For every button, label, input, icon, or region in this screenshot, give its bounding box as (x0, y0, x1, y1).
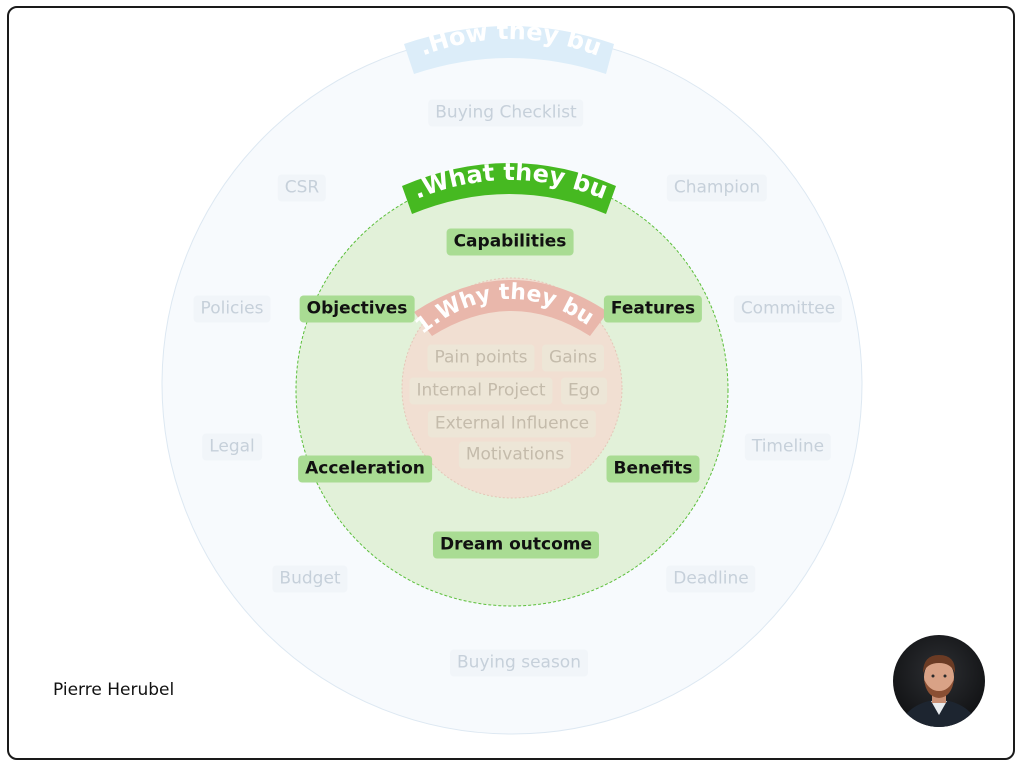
outer-item: Champion (666, 174, 768, 202)
outer-item: Buying Checklist (428, 99, 584, 127)
inner-item: Gains (542, 344, 604, 372)
inner-item: Motivations (458, 441, 572, 469)
middle-ring-banner (402, 163, 616, 214)
middle-item: Benefits (606, 455, 700, 483)
outer-item: Legal (202, 433, 262, 461)
author-name: Pierre Herubel (53, 680, 175, 700)
inner-ring-banner (414, 280, 608, 336)
middle-item: Features (603, 295, 703, 323)
author-avatar (893, 635, 985, 727)
outer-ring-banner (404, 26, 614, 74)
outer-item: Deadline (666, 565, 756, 593)
inner-item: External Influence (427, 410, 597, 438)
outer-item: Budget (272, 565, 348, 593)
middle-item: Capabilities (446, 228, 574, 256)
inner-item: Pain points (427, 344, 535, 372)
middle-item: Objectives (299, 295, 415, 323)
inner-item: Ego (561, 377, 607, 405)
portrait-photo-icon (893, 635, 985, 727)
outer-item: Committee (733, 295, 843, 323)
outer-item: Buying season (450, 649, 588, 677)
middle-item: Acceleration (298, 455, 432, 483)
outer-item: Policies (193, 295, 271, 323)
outer-item: CSR (277, 174, 327, 202)
middle-item: Dream outcome (432, 531, 600, 559)
inner-item: Internal Project (409, 377, 553, 405)
outer-item: Timeline (744, 433, 832, 461)
